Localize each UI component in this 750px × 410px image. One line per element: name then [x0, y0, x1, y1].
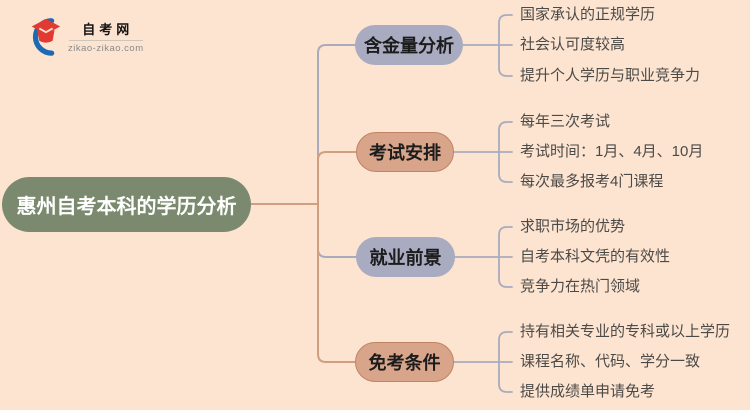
logo-domain: zikao-zikao.com [68, 42, 144, 54]
connector-branch-2 [317, 151, 358, 205]
branch-node-kaoshianpai: 考试安排 [356, 132, 454, 172]
logo-divider [68, 39, 143, 41]
connector-branch-4 [317, 203, 358, 363]
leaf-item: 竞争力在热门领域 [520, 278, 641, 295]
leaf-item: 自考本科文凭的有效性 [520, 248, 671, 265]
leaf-bracket [498, 331, 513, 393]
site-logo: 自考网 zikao-zikao.com [26, 14, 144, 58]
leaf-item: 每年三次考试 [520, 113, 611, 130]
leaf-item: 社会认可度较高 [520, 36, 626, 53]
leaf-bracket [498, 121, 513, 183]
logo-title: 自考网 [82, 21, 134, 37]
root-topic-node: 惠州自考本科的学历分析 [2, 177, 251, 232]
logo-text-block: 自考网 zikao-zikao.com [68, 19, 144, 54]
connector-branch-1 [317, 44, 358, 205]
leaf-item: 持有相关专业的专科或以上学历 [520, 323, 731, 340]
leaf-item: 提升个人学历与职业竞争力 [520, 67, 701, 84]
branch-node-hanjinliang: 含金量分析 [355, 25, 463, 65]
leaf-item: 考试时间：1月、4月、10月 [520, 143, 704, 160]
connector-branch-3 [317, 203, 358, 258]
leaf-item: 课程名称、代码、学分一致 [520, 353, 701, 370]
leaf-item: 每次最多报考4门课程 [520, 173, 664, 190]
leaf-item: 国家承认的正规学历 [520, 6, 656, 23]
leaf-bracket [498, 226, 513, 288]
branch-node-miankaotiaojian: 免考条件 [355, 342, 454, 382]
leaf-bracket [498, 14, 513, 77]
graduation-cap-icon [31, 18, 61, 56]
leaf-item: 求职市场的优势 [520, 218, 626, 235]
leaf-item: 提供成绩单申请免考 [520, 383, 656, 400]
branch-node-jiuyeqianjing: 就业前景 [356, 237, 455, 277]
